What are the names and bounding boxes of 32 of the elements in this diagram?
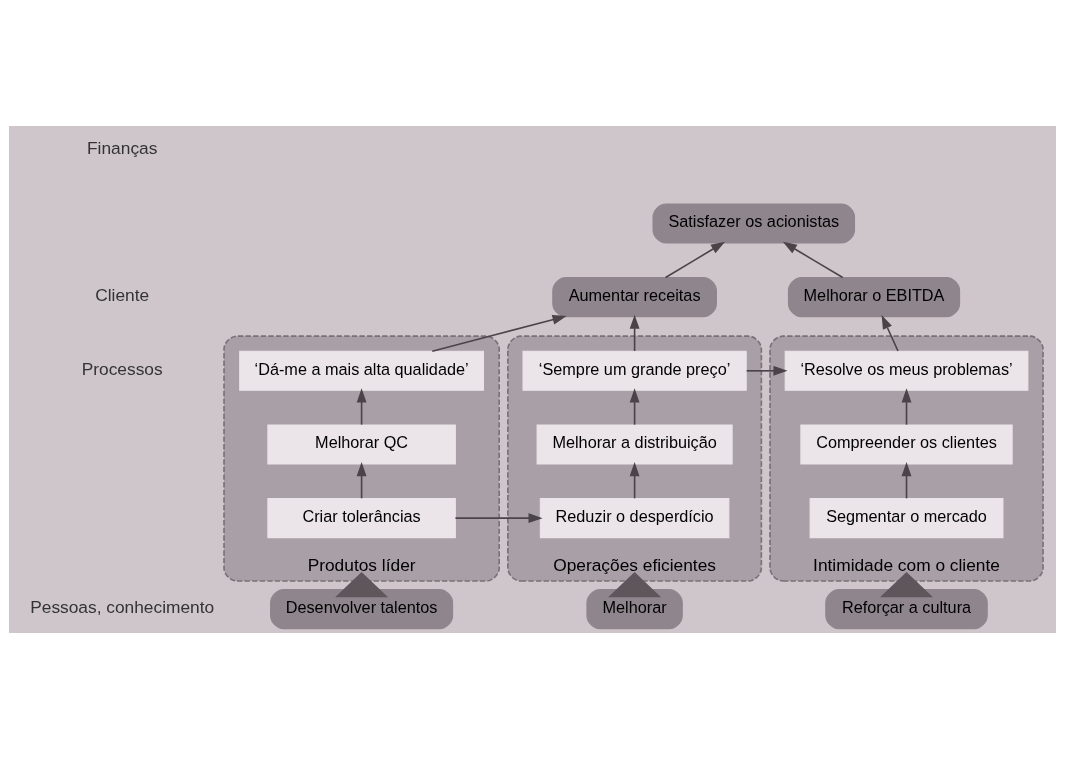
arrow <box>782 241 844 278</box>
arrow <box>431 314 567 352</box>
arrow <box>880 571 933 597</box>
arrow <box>664 241 726 278</box>
node-box: ‘Sempre um grande preço’ <box>522 350 747 391</box>
node-box: Melhorar a distribuição <box>536 423 733 465</box>
arrow <box>356 461 367 499</box>
arrow <box>454 512 543 523</box>
node-box: Satisfazer os acionistas <box>652 202 856 244</box>
arrow <box>629 461 640 499</box>
node-box: Melhorar QC <box>267 423 456 465</box>
node-box: Criar tolerâncias <box>267 497 456 538</box>
node-box: Compreender os clientes <box>800 423 1013 465</box>
label: Pessoas, conhecimento <box>30 596 215 617</box>
arrow <box>745 365 788 376</box>
arrow <box>629 314 640 352</box>
node-box: ‘Resolve os meus problemas’ <box>784 350 1029 391</box>
arrow <box>901 387 912 425</box>
label: Finanças <box>87 137 158 158</box>
arrow <box>901 461 912 499</box>
node-box: Reduzir o desperdício <box>539 497 730 538</box>
arrow <box>356 387 367 425</box>
arrow <box>629 387 640 425</box>
label: Processos <box>81 358 163 379</box>
label: Cliente <box>95 284 150 305</box>
arrow <box>881 314 899 352</box>
arrow <box>335 571 389 597</box>
node-box: ‘Dá-me a mais alta qualidade’ <box>239 350 485 391</box>
node-box: Aumentar receitas <box>552 276 717 317</box>
node-box: Segmentar o mercado <box>809 497 1004 538</box>
node-box: Melhorar o EBITDA <box>787 276 961 317</box>
arrow <box>608 571 662 597</box>
